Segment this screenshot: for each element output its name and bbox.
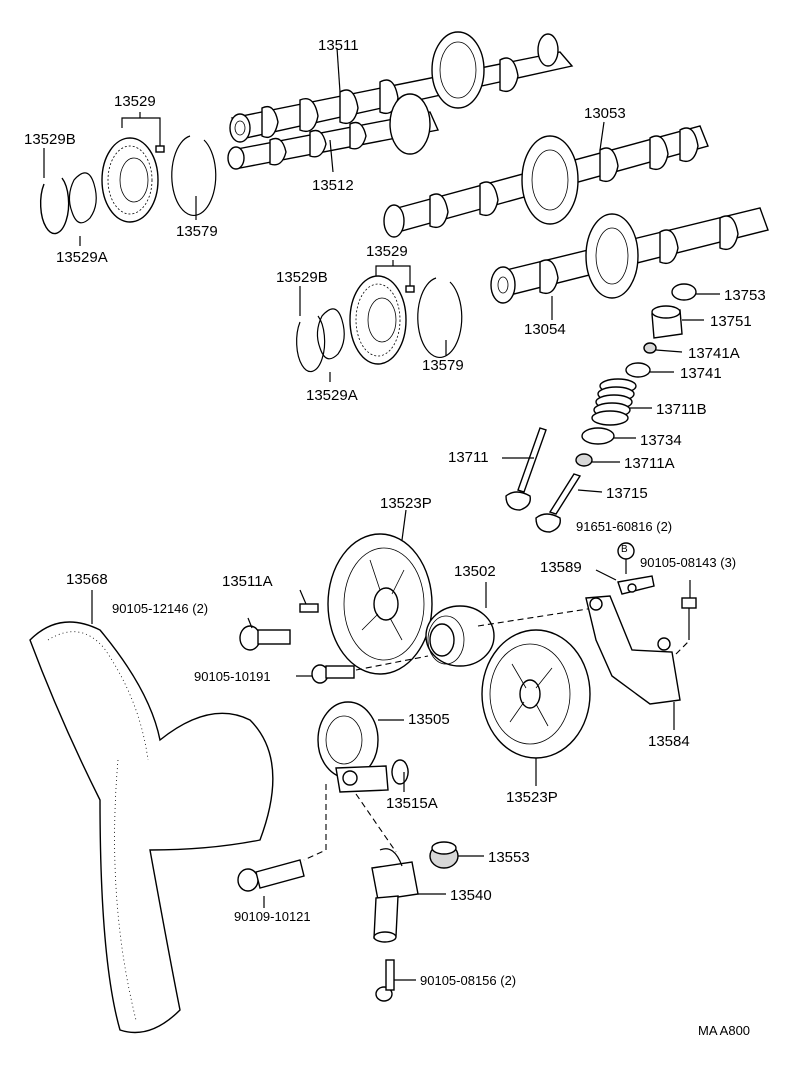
label-13711b: 13711B bbox=[656, 401, 707, 418]
keeper-13741a bbox=[643, 342, 657, 354]
camshaft-13054 bbox=[490, 207, 769, 304]
label-13529b-mid: 13529B bbox=[276, 269, 328, 286]
label-13741: 13741 bbox=[680, 365, 722, 382]
shim-13753 bbox=[671, 283, 697, 301]
label-13505: 13505 bbox=[408, 711, 450, 728]
label-13529-top: 13529 bbox=[114, 93, 156, 110]
label-13711: 13711 bbox=[448, 449, 489, 466]
bolt-90109-10121 bbox=[237, 859, 305, 892]
bolt-90105-08156 bbox=[375, 959, 395, 1002]
snap-ring-13529b-top bbox=[39, 177, 70, 235]
tensioner-13505 bbox=[317, 701, 389, 793]
label-13053: 13053 bbox=[584, 105, 626, 122]
label-13529a-mid: 13529A bbox=[306, 387, 358, 404]
label-90109-10121: 90109-10121 bbox=[234, 909, 311, 924]
bracket-13589 bbox=[617, 575, 655, 595]
bolt-90105-12146 bbox=[239, 625, 291, 651]
timing-belt-13568 bbox=[29, 621, 274, 1034]
label-13502: 13502 bbox=[454, 563, 496, 580]
snap-ring-13579-mid bbox=[417, 277, 463, 358]
pulley-13523p-top bbox=[327, 533, 433, 675]
label-13753: 13753 bbox=[724, 287, 766, 304]
diagram-code: MA A800 bbox=[698, 1023, 751, 1038]
camshaft-13512 bbox=[227, 93, 439, 170]
label-13540: 13540 bbox=[450, 887, 492, 904]
label-90105-08143: 90105-08143 (3) bbox=[640, 555, 737, 570]
label-13515a: 13515A bbox=[386, 795, 438, 812]
label-13512: 13512 bbox=[312, 177, 354, 194]
label-13751: 13751 bbox=[710, 313, 752, 330]
label-13568: 13568 bbox=[66, 571, 108, 588]
cap-13553 bbox=[429, 841, 459, 869]
label-13579-top: 13579 bbox=[176, 223, 218, 240]
label-13523p-bottom: 13523P bbox=[506, 789, 558, 806]
wave-washer-13529a-mid bbox=[316, 308, 345, 360]
label-91651-60816: 91651-60816 (2) bbox=[576, 519, 673, 534]
label-13523p-top: 13523P bbox=[380, 495, 432, 512]
label-13553: 13553 bbox=[488, 849, 530, 866]
bolt-90105-08143 bbox=[681, 597, 697, 640]
idler-13502 bbox=[425, 605, 495, 667]
lifter-13751 bbox=[651, 305, 683, 339]
camshaft-13511 bbox=[229, 31, 574, 143]
label-90105-10191: 90105-10191 bbox=[194, 669, 271, 684]
label-13529b-top: 13529B bbox=[24, 131, 76, 148]
label-13054: 13054 bbox=[524, 321, 566, 338]
label-13579-mid: 13579 bbox=[422, 357, 464, 374]
gear-13529-top bbox=[101, 137, 159, 223]
label-13734: 13734 bbox=[640, 432, 682, 449]
retainer-13741 bbox=[625, 362, 651, 378]
label-13511: 13511 bbox=[318, 37, 359, 54]
wave-washer-13529a-top bbox=[68, 172, 97, 224]
snap-ring-13579-top bbox=[171, 135, 217, 216]
snap-ring-13529b-mid bbox=[296, 315, 326, 373]
tensioner-rod-13540 bbox=[371, 848, 419, 943]
label-13529-mid: 13529 bbox=[366, 243, 408, 260]
valve-13711 bbox=[505, 427, 547, 511]
seat-13734 bbox=[581, 427, 615, 445]
label-13529a-top: 13529A bbox=[56, 249, 108, 266]
label-90105-12146: 90105-12146 (2) bbox=[112, 601, 209, 616]
camshaft-13053 bbox=[383, 125, 709, 238]
bolt-90105-10191 bbox=[311, 664, 355, 684]
label-13715: 13715 bbox=[606, 485, 648, 502]
label-13584: 13584 bbox=[648, 733, 690, 750]
label-13589: 13589 bbox=[540, 559, 582, 576]
label-13741a: 13741A bbox=[688, 345, 740, 362]
washer-13515a bbox=[391, 759, 409, 785]
valve-13715 bbox=[535, 473, 582, 533]
pulley-13523p-bottom bbox=[481, 629, 591, 759]
bracket-13584 bbox=[585, 595, 681, 705]
label-90105-08156: 90105-08156 (2) bbox=[420, 973, 517, 988]
label-13711a: 13711A bbox=[624, 455, 675, 472]
seal-13711a bbox=[575, 453, 593, 467]
label-b: B bbox=[621, 544, 628, 555]
label-13511a: 13511A bbox=[222, 573, 273, 590]
spring-13711b bbox=[591, 378, 637, 426]
gear-13529-mid bbox=[349, 275, 407, 365]
pin-13511a bbox=[299, 603, 319, 613]
